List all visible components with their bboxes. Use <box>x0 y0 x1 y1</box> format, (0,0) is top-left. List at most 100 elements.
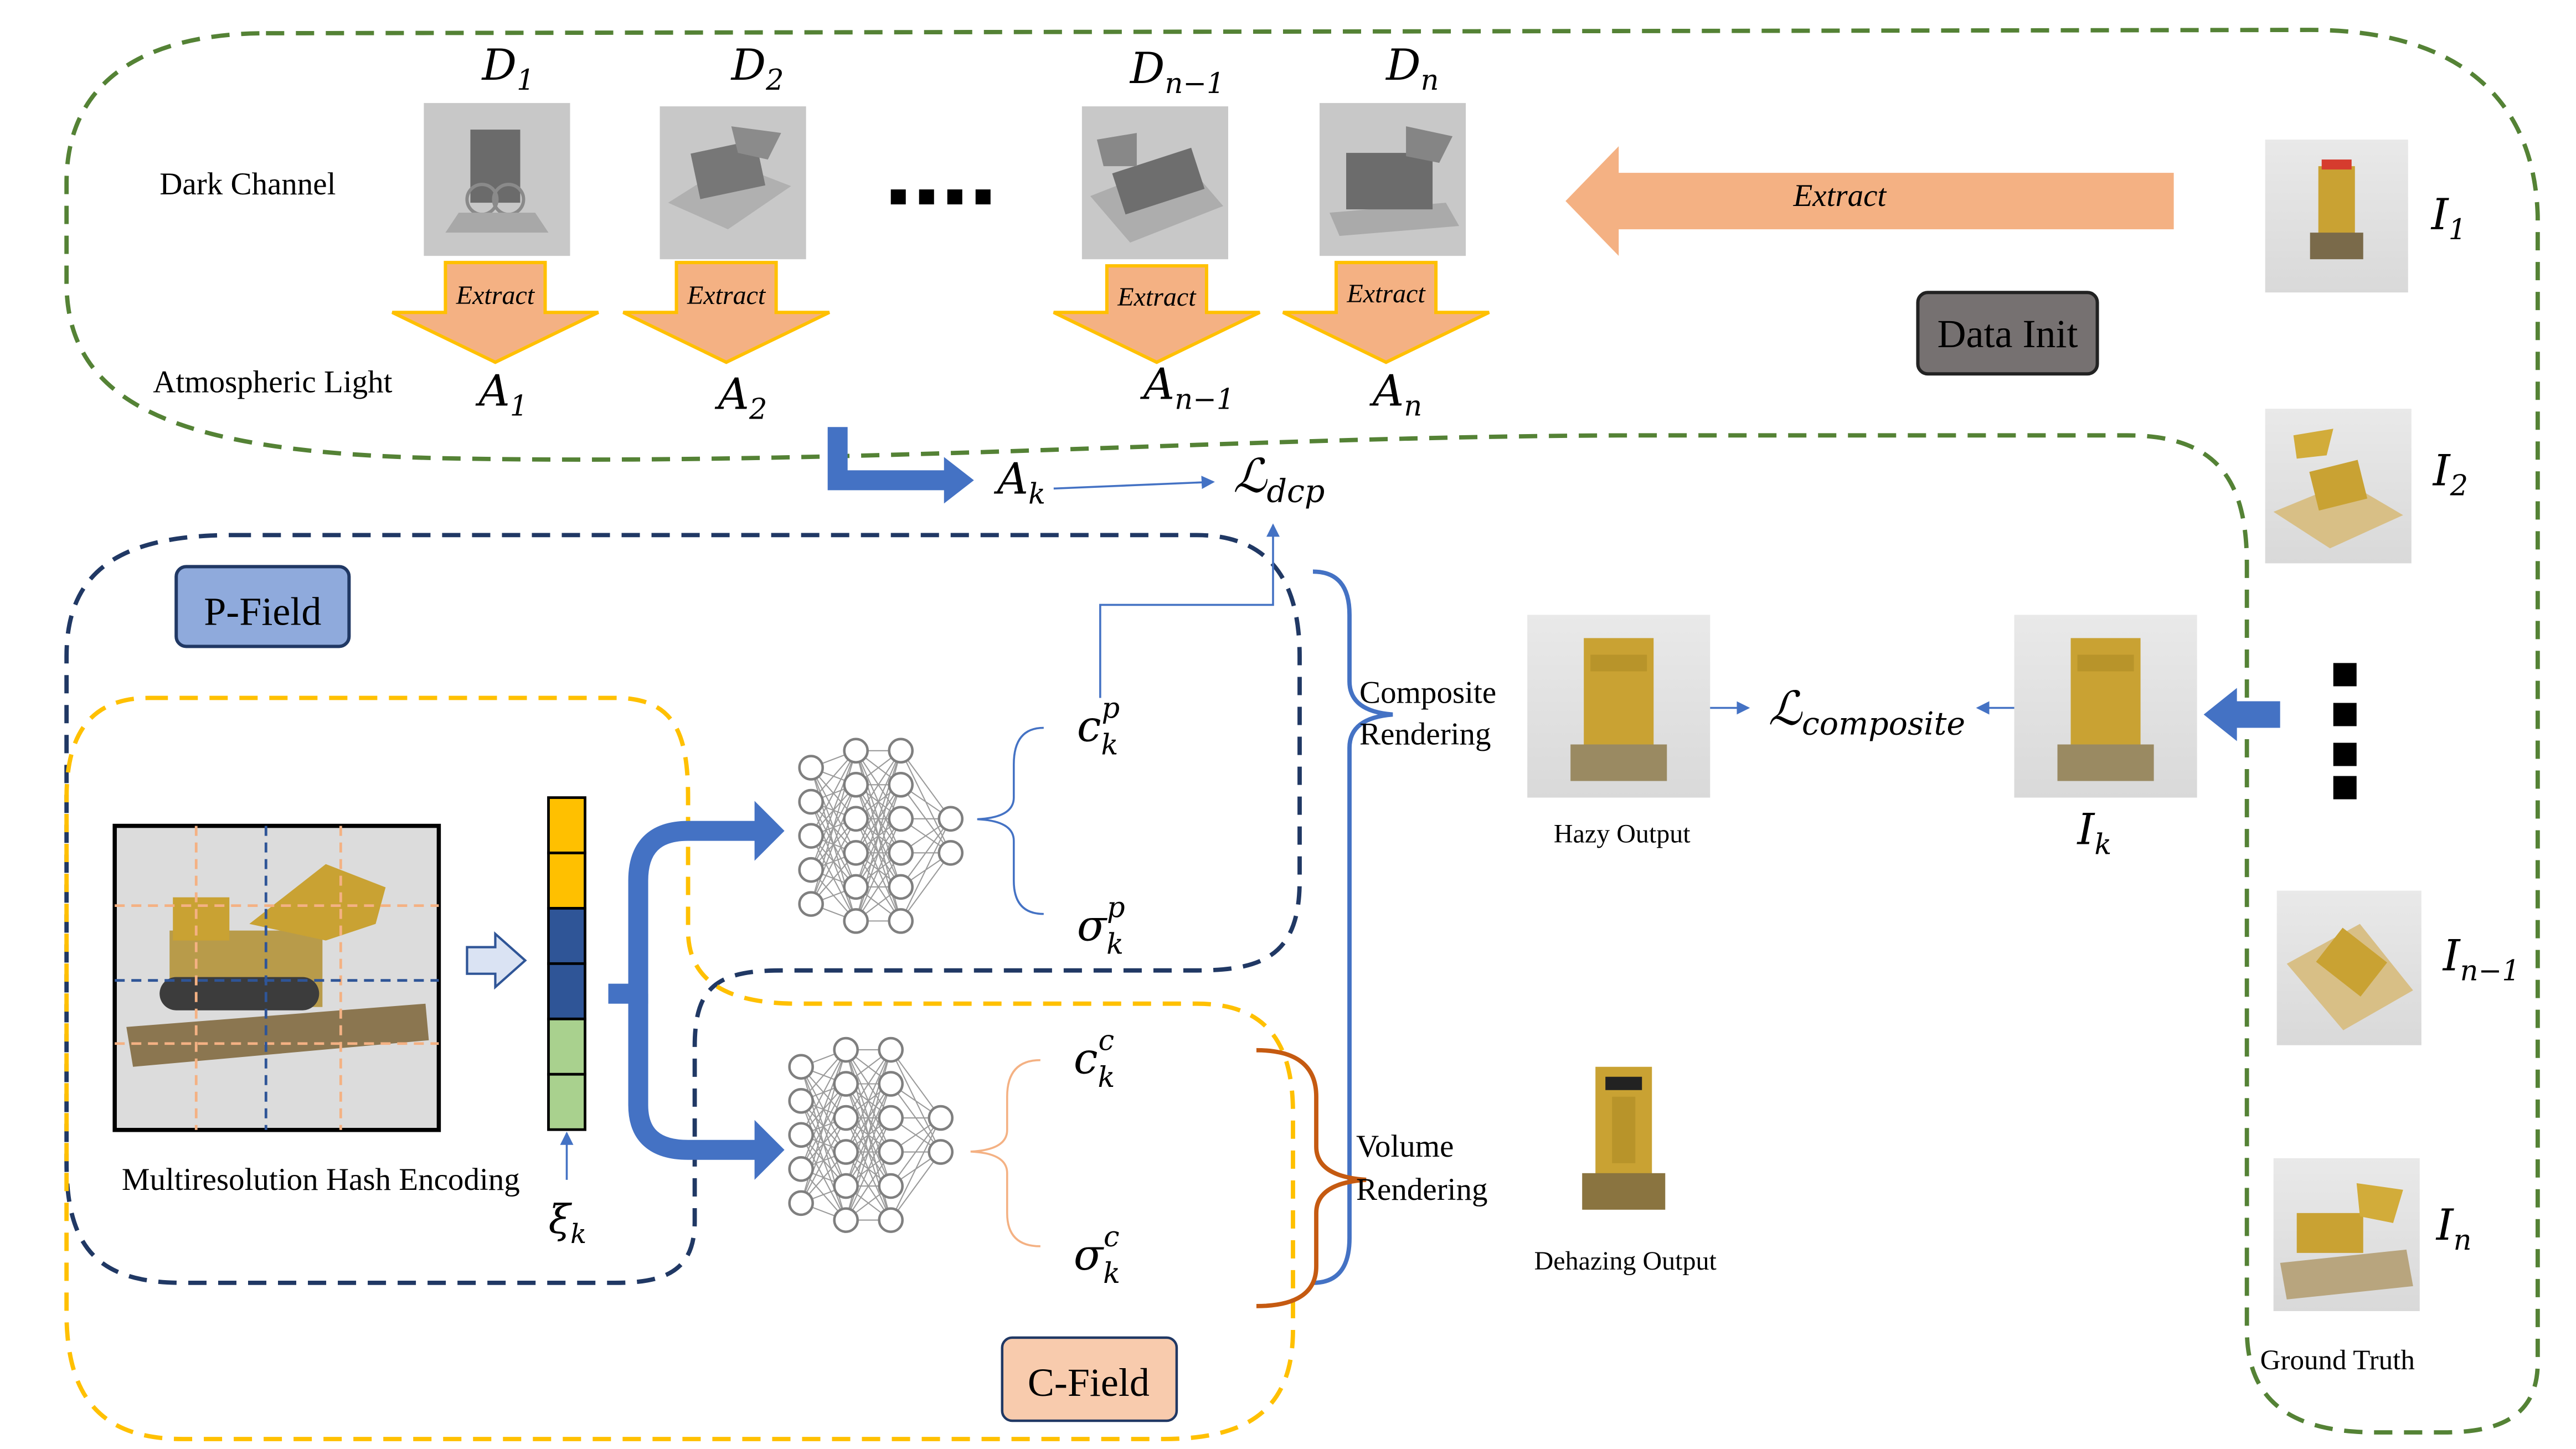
dark-channel-image-n-minus-1 <box>1081 106 1228 260</box>
mlp-neuron <box>788 1156 814 1182</box>
svg-text:I1: I1 <box>2430 190 2466 246</box>
mlp-neuron <box>798 891 824 917</box>
mlp-neuron <box>833 1139 859 1165</box>
feature-cell <box>547 796 586 854</box>
mlp-neuron <box>798 788 824 815</box>
svg-text:σkc: σkc <box>1074 1221 1120 1290</box>
atmospheric-light-row-label: Atmospheric Light <box>153 364 392 399</box>
mlp-neuron <box>888 806 914 832</box>
image-to-feature-arrow <box>466 931 527 990</box>
dark-channel-label-n: Dn <box>1385 40 1439 97</box>
mlp-neuron <box>833 1207 859 1233</box>
mlp-neuron <box>843 738 869 764</box>
c-field-label: C-Field <box>1028 1360 1150 1405</box>
hazy-output-caption: Hazy Output <box>1554 819 1691 849</box>
ik-label: Ik <box>2077 805 2112 862</box>
p-field-output-brace <box>977 726 1044 915</box>
composite-rendering-label: Composite Rendering <box>1359 675 1504 751</box>
mlp-neuron <box>788 1088 814 1114</box>
ik-image <box>2014 615 2197 798</box>
c-field-mlp <box>788 1037 954 1233</box>
ground-truth-to-ik-arrow <box>2203 688 2280 741</box>
svg-text:In−1: In−1 <box>2442 931 2520 988</box>
composite-rendering-brace <box>1312 569 1393 1285</box>
ground-truth-label-2: I2 <box>2432 446 2468 502</box>
dark-channel-image-n <box>1320 103 1466 256</box>
svg-text:A1: A1 <box>475 366 528 422</box>
svg-text:ℒdcp: ℒdcp <box>1233 448 1325 509</box>
mlp-neuron <box>878 1139 904 1165</box>
svg-text:A2: A2 <box>715 369 767 426</box>
dark-channel-image-2 <box>660 106 806 260</box>
svg-text:ξk: ξk <box>548 1196 586 1250</box>
hazy-output-image <box>1527 615 1711 798</box>
dark-channel-label-1: D1 <box>481 40 534 97</box>
c-field-density-output-label: σkc <box>1074 1221 1120 1290</box>
extract-arrow-n: Extract <box>1282 261 1490 364</box>
mlp-neuron <box>798 857 824 883</box>
dark-channel-label-2: D2 <box>730 40 784 97</box>
ground-truth-label-n: In <box>2435 1200 2472 1257</box>
ground-truth-image-n-minus-1 <box>2276 890 2422 1045</box>
mlp-neuron <box>878 1071 904 1097</box>
svg-text:Dn−1: Dn−1 <box>1129 44 1225 100</box>
feature-to-networks-arrow <box>608 801 785 1180</box>
mlp-neuron <box>833 1071 859 1097</box>
mlp-neuron <box>833 1105 859 1131</box>
svg-text:ℒcomposite: ℒcomposite <box>1768 682 1965 742</box>
mlp-neuron <box>788 1122 814 1148</box>
ak-label: Ak <box>994 454 1045 510</box>
atmospheric-light-label-n: An <box>1369 366 1422 422</box>
volume-rendering-brace <box>1256 1048 1367 1308</box>
dehazing-output-image <box>1582 1066 1666 1210</box>
extract-arrow-1-label: Extract <box>456 281 535 310</box>
mlp-neuron <box>888 874 914 900</box>
svg-text:An−1: An−1 <box>1140 359 1234 416</box>
extract-arrow-n-minus-1-label: Extract <box>1117 282 1197 312</box>
mlp-neuron <box>928 1105 954 1131</box>
ellipsis-dots <box>890 189 991 205</box>
p-field-box: P-Field <box>174 565 351 648</box>
svg-text:Dn: Dn <box>1385 40 1439 97</box>
mlp-neuron <box>843 874 869 900</box>
xi-label: ξk <box>548 1196 586 1250</box>
mlp-neuron <box>888 840 914 866</box>
mlp-neuron <box>843 772 869 798</box>
svg-text:D1: D1 <box>481 40 534 97</box>
svg-text:ckc: ckc <box>1074 1025 1115 1094</box>
hash-encoding-caption: Multiresolution Hash Encoding <box>122 1162 520 1197</box>
ground-truth-image-n <box>2273 1158 2420 1311</box>
mlp-neuron <box>888 738 914 764</box>
mlp-neuron <box>937 806 964 832</box>
mlp-neuron <box>937 840 964 866</box>
mlp-neuron <box>878 1037 904 1063</box>
feature-cell <box>547 852 586 910</box>
loss-dcp-label: ℒdcp <box>1233 448 1325 509</box>
data-init-region-border <box>64 28 2540 1435</box>
feature-cell <box>547 1072 586 1131</box>
extract-arrow-2-label: Extract <box>687 281 766 310</box>
svg-text:σkp: σkp <box>1077 892 1125 961</box>
atmospheric-light-label-1: A1 <box>475 366 528 422</box>
mlp-neuron <box>878 1207 904 1233</box>
mlp-neuron <box>878 1105 904 1131</box>
mlp-neuron <box>843 806 869 832</box>
svg-text:D2: D2 <box>730 40 784 97</box>
feature-cell <box>547 907 586 965</box>
ground-truth-caption: Ground Truth <box>2260 1345 2415 1376</box>
ground-truth-label-n-minus-1: In−1 <box>2442 931 2520 988</box>
p-field-density-output-label: σkp <box>1077 892 1125 961</box>
dark-channel-row-label: Dark Channel <box>159 167 336 202</box>
ground-truth-label-1: I1 <box>2430 190 2466 246</box>
extract-arrow-large-label: Extract <box>1792 178 1887 213</box>
extract-arrow-n-minus-1: Extract <box>1053 264 1261 364</box>
dark-channel-label-n-minus-1: Dn−1 <box>1129 44 1225 100</box>
atmospheric-light-to-ak-arrow <box>827 427 974 504</box>
svg-text:I2: I2 <box>2432 446 2468 502</box>
dark-channel-image-1 <box>424 103 570 256</box>
mlp-neuron <box>878 1173 904 1199</box>
volume-rendering-label: Volume Rendering <box>1356 1129 1488 1207</box>
c-field-output-brace <box>970 1059 1040 1247</box>
c-field-color-output-label: ckc <box>1074 1025 1115 1094</box>
ground-truth-vertical-dots <box>2333 663 2357 800</box>
